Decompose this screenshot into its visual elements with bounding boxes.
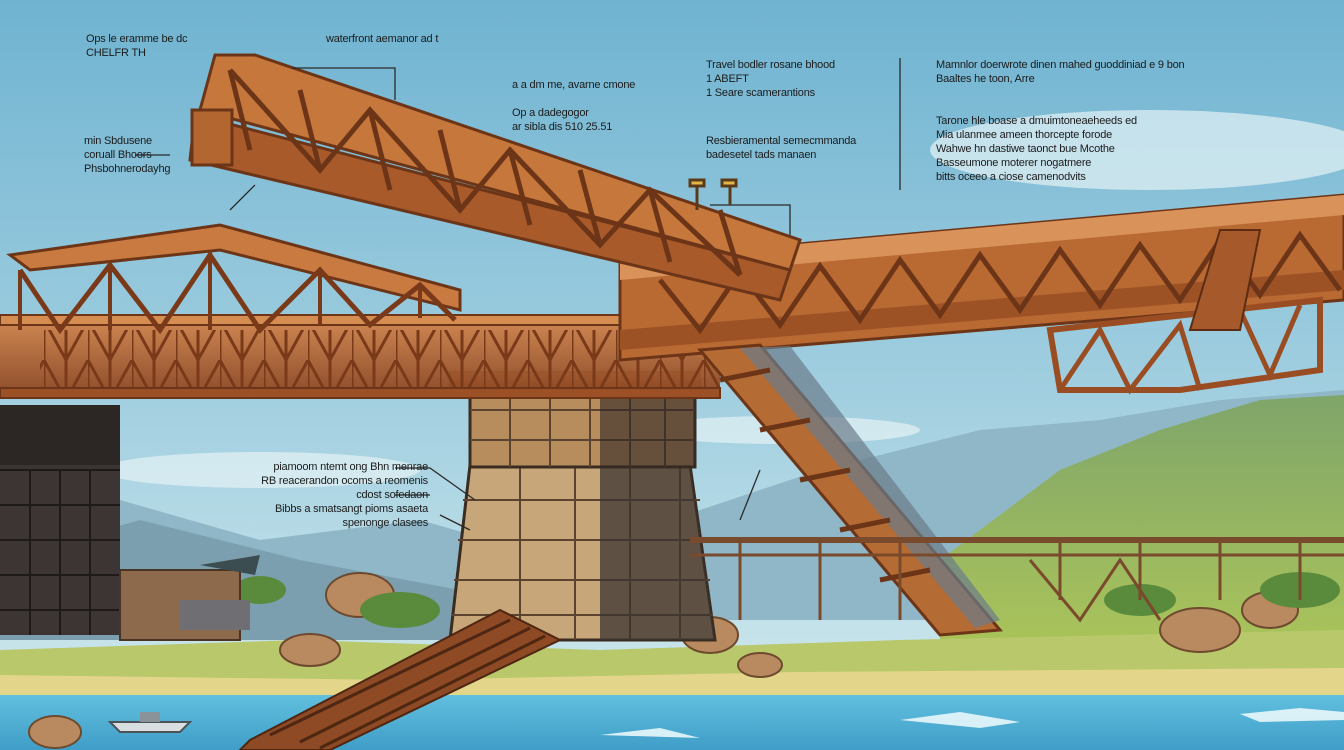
lower-truss-deck bbox=[0, 314, 721, 399]
right-main-deck bbox=[618, 193, 1344, 395]
label-pier-block: piamoom ntemt ong Bhn menrae RB reaceran… bbox=[261, 461, 428, 529]
central-pier bbox=[448, 371, 717, 642]
label-mid-lower: Op a dadegogor ar sibla dis 510 25.51 bbox=[512, 107, 613, 133]
green-hill bbox=[940, 395, 1344, 640]
label-right-body: Tarone hle boase a dmuimtoneaeheeds ed M… bbox=[936, 115, 1137, 183]
label-mid-upper: a a dm me, avarne cmone bbox=[512, 79, 636, 91]
left-arch-truss bbox=[6, 223, 462, 335]
label-center-right-2: Resbieramental semecmmanda badesetel tad… bbox=[706, 135, 857, 161]
river bbox=[0, 695, 1344, 750]
water-highlights bbox=[600, 708, 1344, 738]
label-right-top: Mamnlor doerwrote dinen mahed guoddiniad… bbox=[936, 59, 1185, 85]
distant-trestle bbox=[690, 537, 1344, 623]
label-center-right: Travel bodler rosane bhood 1 ABEFT 1 Sea… bbox=[706, 59, 835, 99]
label-left-mid: min Sbdusene coruall Bhoors Phsbohneroda… bbox=[84, 135, 171, 175]
shore-building bbox=[119, 555, 260, 641]
boat bbox=[107, 712, 193, 733]
top-inclined-truss bbox=[188, 53, 802, 302]
inclined-support bbox=[696, 343, 1004, 637]
leader-lines bbox=[135, 58, 901, 531]
log-ramp bbox=[238, 608, 563, 750]
deck-poles bbox=[688, 178, 738, 210]
label-top-left: Ops le eramme be dc CHELFR TH bbox=[86, 33, 188, 59]
left-pier bbox=[0, 405, 120, 635]
label-top-center: waterfront aemanor ad t bbox=[326, 33, 439, 45]
